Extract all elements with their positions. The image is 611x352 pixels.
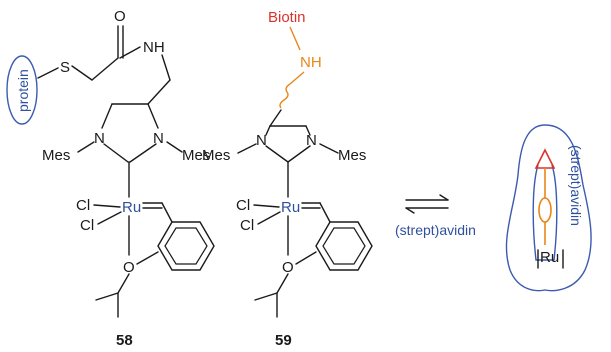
- atom-nh: NH: [143, 39, 165, 56]
- bond-o-arene-59: [295, 251, 317, 265]
- atom-mes-right: Mes: [182, 147, 210, 164]
- protein-pocket: [532, 164, 558, 261]
- bond-cl-top: [93, 204, 121, 208]
- benzene-inner: [164, 227, 208, 265]
- bond-n-mes-left-59: [237, 143, 257, 154]
- bond-ipr-me1-59: [254, 292, 278, 301]
- atom-cl-top: Cl: [76, 197, 90, 214]
- ring-bond-bl: [103, 143, 129, 163]
- ring-bond-left: [101, 103, 113, 129]
- benzene-ring-59: [315, 221, 373, 271]
- atom-cl-top-59: Cl: [236, 197, 250, 214]
- atom-n-right-59: N: [306, 132, 317, 149]
- ring-bond-left-59: [265, 125, 271, 136]
- compound-59-structure: Biotin NH N N Mes Mes Ru Cl Cl O: [202, 9, 373, 349]
- cartoon-ru: Ru: [540, 249, 559, 266]
- compound-58-label: 58: [116, 332, 133, 349]
- bond-s-ch2: [71, 65, 93, 81]
- atom-cl-bottom: Cl: [80, 217, 94, 234]
- ring-bond-right: [147, 103, 159, 129]
- ring-bond-right-59: [305, 125, 311, 136]
- bond-cl-bottom-59: [257, 211, 281, 225]
- bond-ipr-me1: [95, 292, 119, 301]
- bond-ch2-ring-59: [269, 109, 282, 127]
- streptavidin-cartoon: Ru (strept)avidin: [505, 124, 592, 292]
- protein-label: protein: [15, 69, 31, 112]
- biotin-label: Biotin: [268, 9, 306, 26]
- compound-58-structure: protein S O NH N N Mes Mes Ru Cl Cl: [6, 8, 215, 349]
- ring-bond-br-59: [287, 145, 311, 163]
- linker-ellipse: [538, 197, 552, 223]
- protein-ellipse: [6, 55, 38, 125]
- ring-bond-br: [129, 143, 157, 163]
- bond-nh-ch2: [161, 54, 171, 81]
- cartoon-label: (strept)avidin: [568, 145, 584, 226]
- bond-cl-bottom: [97, 211, 122, 225]
- atom-cl-bottom-59: Cl: [240, 217, 254, 234]
- benzene-ring: [157, 221, 215, 271]
- bond-ch2-ring: [147, 79, 171, 105]
- atom-mes-right-59: Mes: [338, 147, 366, 164]
- equilibrium-label: (strept)avidin: [395, 222, 476, 238]
- arrow-forward-head: [439, 194, 449, 201]
- atom-o-ether-59: O: [282, 259, 294, 276]
- bond-n-mes-right: [166, 141, 183, 153]
- ring-bond-bl-59: [265, 145, 289, 163]
- bond-o-ipr: [117, 273, 130, 294]
- bond-ch-ring: [161, 202, 173, 223]
- atom-mes-left: Mes: [42, 147, 70, 164]
- bond-ch-ring-59: [319, 202, 331, 223]
- bond-n-mes-right-59: [319, 143, 339, 154]
- bond-cl-top-59: [253, 204, 280, 208]
- atom-o-carbonyl: O: [114, 8, 126, 25]
- compound-59-label: 59: [275, 332, 292, 349]
- arrow-backward-head: [405, 207, 415, 214]
- bond-nh-ch2-59: [289, 71, 305, 85]
- atom-nh-59: NH: [300, 54, 322, 71]
- bond-protein-s: [37, 67, 59, 79]
- atom-n-right: N: [153, 130, 164, 147]
- bond-n-mes-left: [77, 141, 95, 153]
- atom-ru-59: Ru: [281, 199, 300, 216]
- bond-ch2-co: [91, 57, 119, 81]
- atom-ru: Ru: [122, 199, 141, 216]
- atom-n-left: N: [94, 130, 105, 147]
- atom-s: S: [60, 59, 70, 76]
- bond-o-arene: [136, 251, 159, 265]
- atom-o-ether: O: [123, 259, 135, 276]
- protein-outline: [505, 124, 592, 292]
- atom-n-left-59: N: [256, 132, 267, 149]
- bond-c-nh: [119, 46, 141, 59]
- bond-o-ipr-59: [276, 273, 289, 294]
- atom-mes-left-59: Mes: [202, 147, 230, 164]
- bond-biotin-nh: [289, 26, 301, 51]
- biotin-triangle: [534, 148, 556, 169]
- benzene-inner-59: [322, 227, 366, 265]
- wavy-bond: [279, 83, 291, 109]
- equilibrium-arrows: (strept)avidin: [395, 194, 476, 238]
